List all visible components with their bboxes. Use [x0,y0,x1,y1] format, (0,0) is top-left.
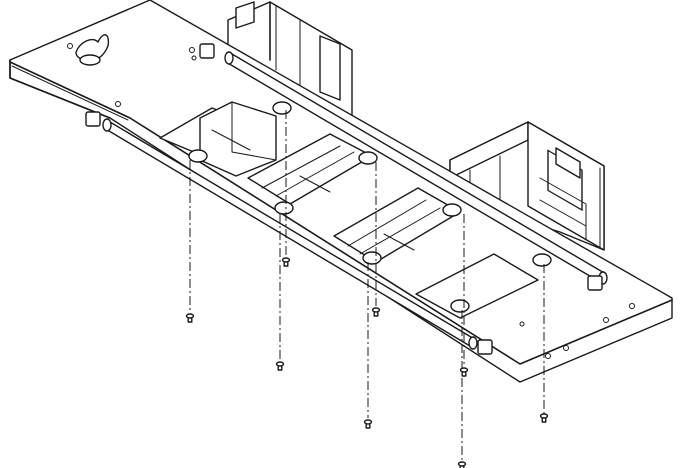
screws [185,257,549,468]
screw [281,257,291,267]
screw [185,313,195,323]
rail-end-fittings [85,43,603,355]
screw [459,367,469,377]
guide-rails [102,51,608,350]
clip-fastener [75,34,110,66]
screw [457,461,467,468]
screw-axis-lines [189,110,545,462]
screw [363,419,373,429]
plate-holes [67,43,635,359]
screw [539,413,549,423]
tray-cutouts [159,101,539,319]
rack-cage [449,121,605,251]
screw [371,307,381,317]
screw [275,361,285,371]
screw-bosses [188,101,552,313]
